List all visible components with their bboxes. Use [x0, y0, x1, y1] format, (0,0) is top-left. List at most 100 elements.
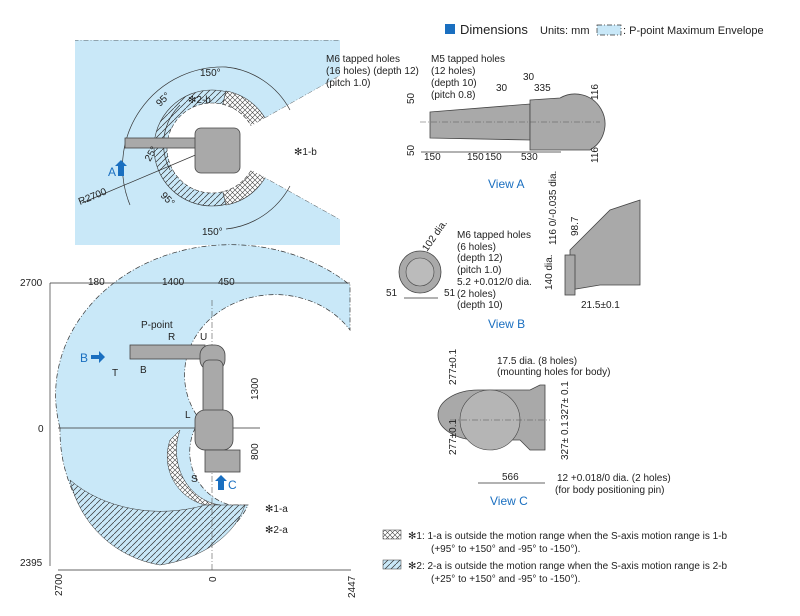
dim-335: 335: [534, 83, 551, 94]
y-0: 0: [38, 424, 44, 435]
top-arm: [124, 137, 206, 149]
dim-800: 800: [250, 443, 261, 460]
pin-note-line: (for body positioning pin): [555, 485, 665, 496]
axis-r: R: [168, 332, 175, 343]
dim-1300: 1300: [250, 377, 261, 400]
m6-note-line: (pitch 1.0): [457, 265, 501, 276]
m6-note-line: M6 tapped holes: [457, 230, 531, 241]
m6-note-line: M6 tapped holes: [326, 54, 400, 65]
m6-note-line: (pitch 1.0): [326, 78, 370, 89]
dim-116b: 116: [590, 147, 601, 163]
pin-note-line: (2 holes): [457, 289, 496, 300]
view-b-title: View B: [488, 317, 525, 331]
x-2700: 2700: [54, 573, 65, 596]
y-2395: 2395: [20, 558, 43, 569]
side-view: 180 1400 450 1300 800 2700 0 2395 2700 0…: [20, 244, 358, 598]
dim-180: 180: [88, 277, 105, 288]
axis-u: U: [200, 332, 207, 343]
dim-150a: 150: [424, 152, 441, 163]
angle-150-bottom: 150°: [202, 227, 223, 238]
dim-566: 566: [502, 472, 519, 483]
dim-98-7: 98.7: [570, 216, 581, 236]
legend: Dimensions Units: mm : P-point Maximum E…: [445, 22, 764, 37]
dim-116a: 116: [590, 84, 601, 100]
x-0: 0: [208, 576, 219, 582]
holes-note-line: 17.5 dia. (8 holes): [497, 356, 577, 367]
dim-150c: 150: [485, 152, 502, 163]
dim-30a: 30: [496, 83, 508, 94]
arrow-up-icon: [115, 160, 127, 176]
view-c: 17.5 dia. (8 holes) (mounting holes for …: [437, 348, 671, 508]
m5-note-line: (12 holes): [431, 66, 475, 77]
note-1b: ✻1-b: [294, 147, 317, 158]
m6-note-line: (depth 12): [457, 253, 503, 264]
dim-140: 140 dia.: [544, 254, 555, 290]
axis-l: L: [185, 410, 191, 421]
legend-envelope: : P-point Maximum Envelope: [623, 25, 764, 37]
dim-450: 450: [218, 277, 235, 288]
p-point-label: P-point: [141, 320, 173, 331]
m5-note-line: (depth 10): [431, 78, 477, 89]
m6-note-line: (6 holes): [457, 242, 496, 253]
axis-t: T: [112, 368, 118, 379]
view-b-marker: B: [80, 351, 88, 365]
dim-51a: 51: [386, 288, 398, 299]
view-a-marker: A: [108, 165, 116, 179]
legend-units: Units: mm: [540, 25, 590, 37]
dim-102: 102 dia.: [420, 218, 449, 253]
envelope-swatch: [596, 24, 622, 36]
view-b: 102 dia. M6 tapped holes (6 holes) (dept…: [386, 171, 641, 331]
arrow-right-icon: [91, 351, 105, 363]
view-c-marker: C: [228, 478, 237, 492]
dim-50b: 50: [406, 144, 417, 156]
m5-note-line: M5 tapped holes: [431, 54, 505, 65]
note-1-line1: ✻1: 1-a is outside the motion range when…: [408, 531, 728, 542]
flange-side: [564, 254, 576, 296]
wrist-side: [569, 199, 641, 291]
shoulder: [194, 409, 234, 451]
view-a: M6 tapped holes (16 holes) (depth 12) (p…: [326, 54, 606, 191]
view-a-title: View A: [488, 177, 524, 191]
top-base: [194, 127, 241, 174]
crosshatch-swatch: [382, 529, 402, 540]
holes-note-line: (mounting holes for body): [497, 367, 610, 378]
m5-note-line: (pitch 0.8): [431, 90, 475, 101]
side-forearm: [129, 344, 206, 360]
m6-note-line: (16 holes) (depth 12): [326, 66, 419, 77]
y-2700: 2700: [20, 278, 43, 289]
pin-note-line: 5.2 +0.012/0 dia.: [457, 277, 532, 288]
note-2-line2: (+25° to +150° and -95° to -150°).: [431, 574, 580, 585]
arrow-up-icon: [215, 475, 227, 490]
dim-277b: 277±0.1: [448, 418, 459, 455]
dim-21-5: 21.5±0.1: [581, 300, 620, 311]
axis-s: S: [191, 474, 198, 485]
note-1-line2: (+95° to +150° and -95° to -150°).: [431, 544, 580, 555]
note-2b: ✻2-b: [188, 95, 211, 106]
dim-327a: 327± 0.1: [560, 381, 571, 420]
note-2-line1: ✻2: 2-a is outside the motion range when…: [408, 561, 728, 572]
angle-150-top: 150°: [200, 68, 221, 79]
dim-50a: 50: [406, 92, 417, 104]
dim-30b: 30: [523, 72, 535, 83]
dim-150b: 150: [467, 152, 484, 163]
pin-note-line: (depth 10): [457, 300, 503, 311]
note-2a: ✻2-a: [265, 525, 288, 536]
footnotes: ✻1: 1-a is outside the motion range when…: [382, 529, 728, 585]
legend-dimensions: Dimensions: [460, 22, 528, 37]
dim-51b: 51: [444, 288, 456, 299]
dim-116-dia: 116 0/-0.035 dia.: [548, 171, 559, 245]
axis-b: B: [140, 365, 147, 376]
dim-277a: 277±0.1: [448, 348, 459, 385]
pin-note-line: 12 +0.018/0 dia. (2 holes): [557, 473, 671, 484]
top-view: 150° 95° 25° 95° 150° ✻2-b ✻1-b R2700 A: [75, 40, 340, 245]
note-1a: ✻1-a: [265, 504, 288, 515]
x-2447: 2447: [347, 575, 358, 598]
region-2a: [69, 479, 246, 566]
hatch-swatch: [382, 559, 402, 570]
base: [204, 449, 241, 473]
dimensions-swatch: [445, 24, 455, 34]
dim-1400: 1400: [162, 277, 185, 288]
dim-327b: 327± 0.1: [560, 421, 571, 460]
dim-530: 530: [521, 152, 538, 163]
